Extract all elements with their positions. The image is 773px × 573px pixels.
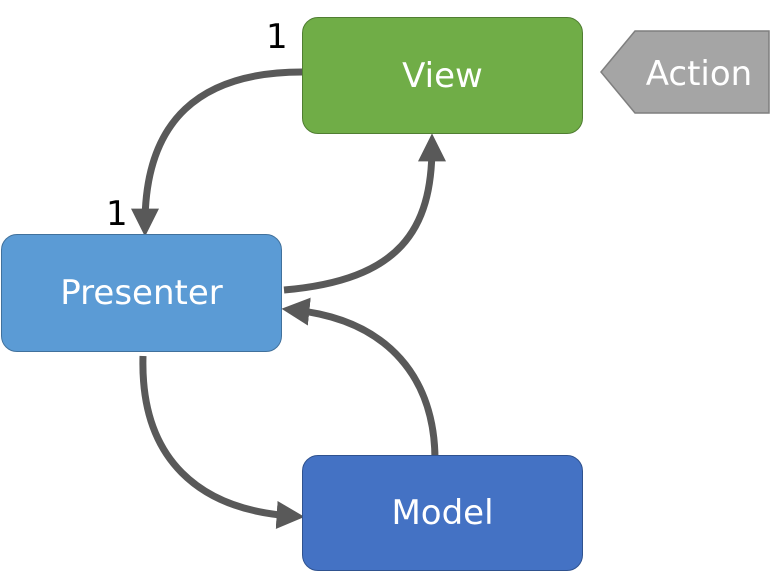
arrow-view-to-presenter: [131, 68, 303, 237]
view-multiplicity: 1: [266, 17, 288, 57]
arrow-model-to-presenter: [281, 297, 439, 461]
model-label: Model: [391, 493, 494, 533]
arrow-presenter-to-view: [283, 133, 446, 294]
action-shape: [600, 30, 770, 114]
presenter-node: Presenter: [1, 234, 282, 352]
presenter-multiplicity: 1: [106, 194, 128, 234]
view-node: View: [302, 17, 583, 134]
model-node: Model: [302, 455, 583, 571]
action-label: Action: [645, 54, 753, 94]
arrow-presenter-to-model: [139, 355, 305, 529]
view-label: View: [402, 55, 483, 96]
presenter-label: Presenter: [60, 273, 223, 313]
